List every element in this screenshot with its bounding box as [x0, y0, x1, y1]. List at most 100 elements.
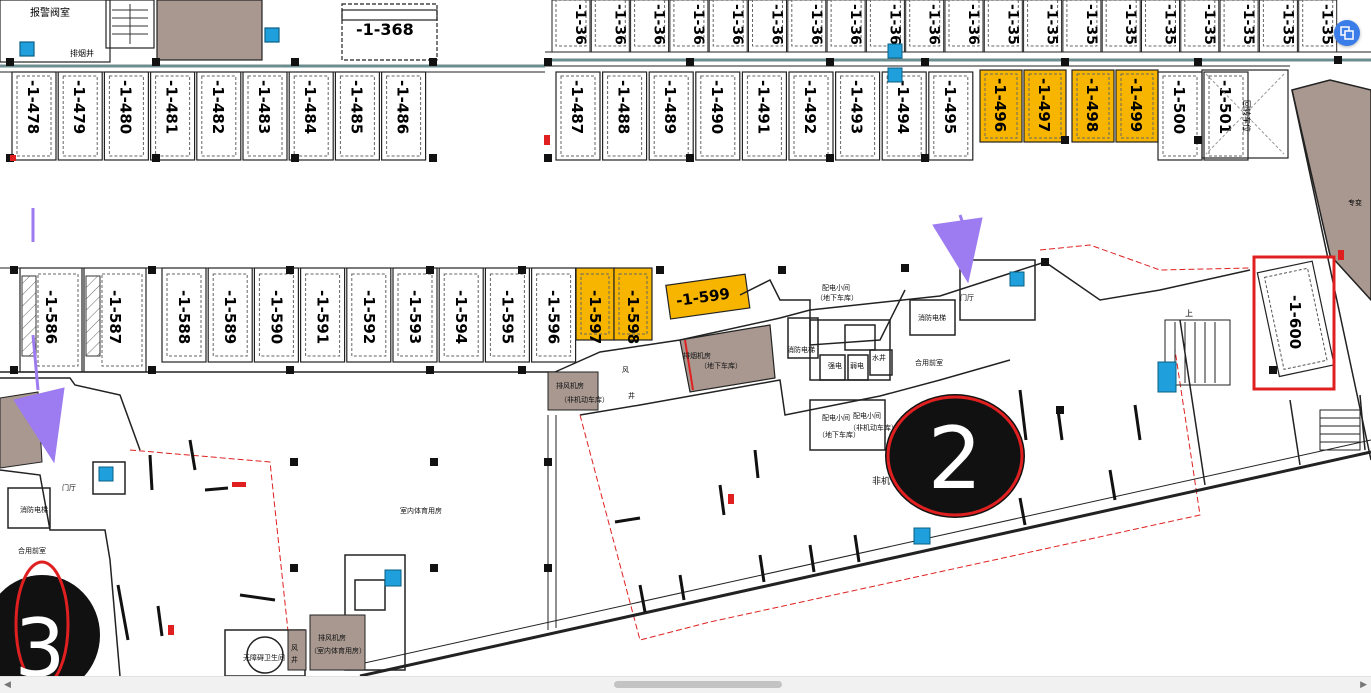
top-row-space-label: -1-35	[1279, 4, 1295, 45]
parking-space-label: -1-483	[255, 80, 273, 134]
parking-space	[242, 71, 288, 161]
distribution-room-label-3: 配电小间	[853, 411, 881, 420]
parking-space-label: -1-490	[708, 80, 726, 134]
distribution-room-label-2: 配电小间	[822, 413, 850, 422]
space-368: -1-368	[356, 20, 414, 39]
parking-space-label: -1-479	[70, 80, 88, 134]
parking-space-label: -1-493	[848, 80, 866, 134]
scroll-right-icon[interactable]: ▶	[1360, 680, 1367, 690]
scrollbar-thumb[interactable]	[614, 681, 782, 688]
marker-2: 2	[885, 394, 1025, 518]
parking-space	[648, 71, 694, 161]
parking-space-label: -1-486	[394, 80, 412, 134]
top-row-space-label: -1-35	[1201, 4, 1217, 45]
underground-garage-label-2: （地下车库）	[700, 361, 742, 370]
horizontal-scrollbar[interactable]: ◀ ▶	[0, 676, 1371, 693]
top-row-space-label: -1-35	[1122, 4, 1138, 45]
indoor-sports-label: 室内体育用房	[400, 506, 442, 515]
parking-space-label: -1-501	[1216, 80, 1234, 134]
parking-space	[484, 267, 530, 363]
right-stairs	[1164, 319, 1361, 451]
parking-space-label: -1-485	[347, 80, 365, 134]
red-marks	[10, 135, 1344, 635]
parking-space	[834, 71, 881, 161]
underground-garage-label-1: （地下车库）	[816, 293, 858, 302]
exhaust-fan-room-block	[547, 371, 599, 411]
distribution-room-label-1: 配电小间	[822, 283, 850, 292]
reserved-space-label: 回转车位	[1242, 100, 1252, 132]
top-row-space-label: -1-36	[611, 4, 627, 45]
parking-space-yellow	[613, 267, 653, 341]
top-row-spaces: -1-36-1-36-1-36-1-36-1-36-1-36-1-36-1-36…	[551, 0, 1338, 53]
parking-space	[346, 267, 392, 363]
parking-space-yellow-label: -1-498	[1083, 78, 1101, 132]
wall-segments	[116, 389, 1142, 641]
top-row-space-label: -1-35	[1162, 4, 1178, 45]
parking-space	[788, 71, 834, 161]
accessible-space-label: -1-586	[42, 290, 60, 344]
parking-space	[392, 267, 438, 363]
parking-space-label: -1-489	[661, 80, 679, 134]
top-row-space-label: -1-36	[847, 4, 863, 45]
parking-space	[161, 267, 207, 363]
lobby-label-1: 门厅	[960, 293, 974, 302]
parking-space-label: -1-492	[801, 80, 819, 134]
elec-well-label: 强电	[828, 361, 842, 370]
blue-fixtures	[98, 43, 1177, 587]
exhaust-well-label: 排烟井	[70, 48, 94, 58]
ground-label: （地下车库）	[818, 430, 860, 439]
parking-space-yellow	[1115, 69, 1159, 143]
exhaust-fan-room-label-2: 排风机房	[318, 633, 346, 642]
top-row-space-label: -1-35	[1240, 4, 1256, 45]
parking-space	[196, 71, 242, 161]
parking-space	[438, 267, 484, 363]
parking-space	[288, 71, 334, 161]
parking-space-label: -1-481	[163, 80, 181, 134]
top-row-space-label: -1-36	[769, 4, 785, 45]
top-row-space-label: -1-35	[1319, 4, 1335, 45]
well-label: 井	[291, 655, 298, 664]
top-row-space-label: -1-36	[651, 4, 667, 45]
space-600-highlight	[1252, 255, 1336, 391]
parking-space-label: -1-594	[452, 290, 470, 344]
parking-space-label: -1-488	[615, 80, 633, 134]
marker-3: 3	[0, 560, 100, 676]
top-row-space-label: -1-36	[886, 4, 902, 45]
parking-space-label: -1-595	[498, 290, 516, 344]
accessible-space	[19, 267, 83, 373]
side-label: 专变	[1348, 198, 1362, 207]
marker-3-label: 3	[15, 602, 66, 676]
parking-space	[334, 71, 380, 161]
parking-space-yellow-label: -1-597	[586, 290, 604, 344]
parking-space	[103, 71, 150, 161]
water-well-label: 水井	[872, 353, 886, 362]
parking-space-label: -1-589	[221, 290, 239, 344]
parking-space	[253, 267, 299, 363]
parking-space-yellow-label: -1-497	[1035, 78, 1053, 132]
scroll-left-icon[interactable]: ◀	[4, 680, 11, 690]
direction-arrows	[13, 208, 983, 464]
parking-space-yellow	[979, 69, 1023, 143]
parking-space-label: -1-484	[301, 80, 319, 134]
parking-space-label: -1-596	[545, 290, 563, 344]
parking-space-yellow	[1023, 69, 1067, 143]
parking-space-label: -1-500	[1170, 80, 1188, 134]
floor-plan[interactable]: 报警阀室 排烟井 -1-368 -1-36-1-36-1-36-1-36-1-3…	[0, 0, 1371, 676]
non-motor-garage-label-1: （非机动车库）	[560, 395, 609, 404]
parking-space	[555, 71, 601, 161]
parking-space	[928, 71, 974, 161]
unified-lobby-label-2: 合用前室	[18, 546, 46, 555]
parking-space-yellow	[1071, 69, 1115, 143]
lobby-label-2: 门厅	[62, 483, 76, 492]
fire-pump-room-label-2: 消防电梯	[918, 313, 946, 322]
top-row-space-label: -1-36	[926, 4, 942, 45]
wind-label-2: 风	[622, 366, 629, 374]
floating-tool-button[interactable]	[1334, 20, 1360, 46]
parking-space-label: -1-478	[24, 80, 42, 134]
non-motor-garage-label-2: （非机动车库）	[849, 423, 898, 432]
parking-space-label: -1-590	[267, 290, 285, 344]
marker-2-label: 2	[928, 409, 983, 509]
unified-lobby-label-1: 合用前室	[915, 358, 943, 367]
parking-space-label: -1-592	[360, 290, 378, 344]
building-core	[554, 259, 1251, 451]
